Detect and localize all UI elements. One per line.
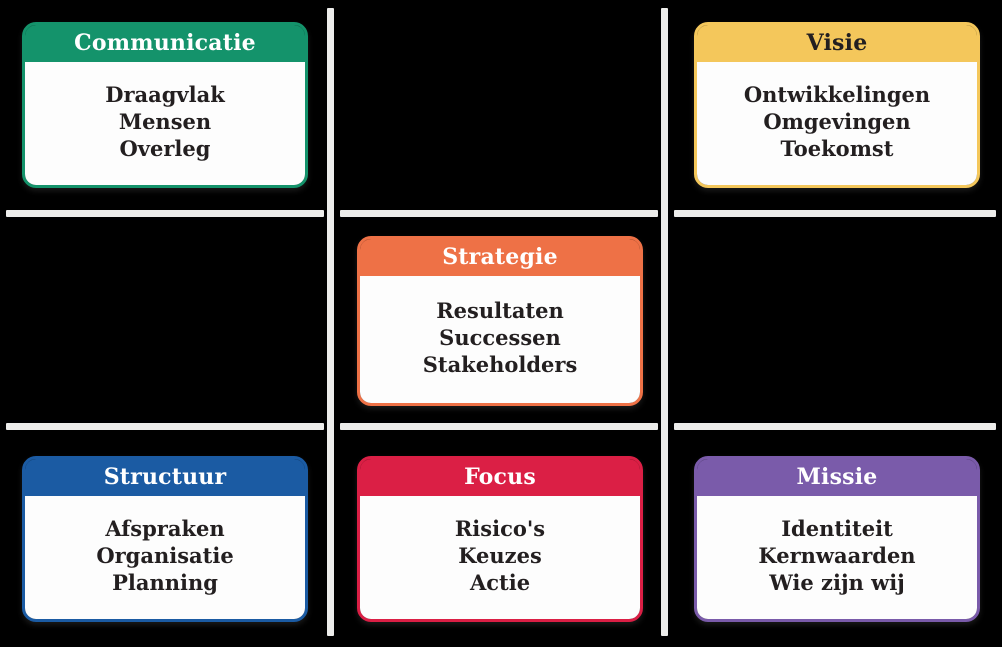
card-missie-line-1: Identiteit	[781, 515, 893, 541]
divider-horizontal-top-left	[6, 210, 324, 217]
card-communicatie-line-2: Mensen	[118, 108, 212, 134]
card-structuur-header: Structuur	[25, 459, 305, 496]
card-missie-line-2: Kernwaarden	[758, 542, 916, 568]
divider-horizontal-top-center	[340, 210, 658, 217]
divider-horizontal-bottom-center	[340, 423, 658, 430]
card-structuur-line-1: Afspraken	[105, 515, 225, 541]
card-strategie-line-3: Stakeholders	[422, 352, 578, 378]
card-missie-header: Missie	[697, 459, 977, 496]
card-communicatie-header: Communicatie	[25, 25, 305, 62]
card-strategie-body: Resultaten Successen Stakeholders	[360, 276, 640, 403]
card-focus-header: Focus	[360, 459, 640, 496]
card-visie-body: Ontwikkelingen Omgevingen Toekomst	[697, 62, 977, 185]
card-visie[interactable]: Visie Ontwikkelingen Omgevingen Toekomst	[694, 22, 980, 188]
divider-horizontal-bottom-left	[6, 423, 324, 430]
card-strategie[interactable]: Strategie Resultaten Successen Stakehold…	[357, 236, 643, 406]
card-communicatie-line-1: Draagvlak	[105, 81, 225, 107]
card-structuur-line-3: Planning	[112, 570, 218, 596]
divider-vertical-left	[327, 8, 334, 636]
card-communicatie-line-3: Overleg	[119, 136, 211, 162]
card-structuur-body: Afspraken Organisatie Planning	[25, 496, 305, 619]
divider-horizontal-bottom-right	[674, 423, 996, 430]
card-focus-line-2: Keuzes	[458, 542, 542, 568]
card-visie-header: Visie	[697, 25, 977, 62]
card-focus-line-3: Actie	[469, 570, 531, 596]
card-structuur-line-2: Organisatie	[96, 542, 234, 568]
card-visie-line-1: Ontwikkelingen	[743, 81, 931, 107]
card-strategie-line-1: Resultaten	[436, 297, 564, 323]
card-focus-body: Risico's Keuzes Actie	[360, 496, 640, 619]
card-strategie-header: Strategie	[360, 239, 640, 276]
card-communicatie-body: Draagvlak Mensen Overleg	[25, 62, 305, 185]
card-focus-line-1: Risico's	[454, 515, 546, 541]
card-missie[interactable]: Missie Identiteit Kernwaarden Wie zijn w…	[694, 456, 980, 622]
divider-vertical-right	[661, 8, 668, 636]
card-focus[interactable]: Focus Risico's Keuzes Actie	[357, 456, 643, 622]
card-visie-line-2: Omgevingen	[763, 108, 911, 134]
card-missie-body: Identiteit Kernwaarden Wie zijn wij	[697, 496, 977, 619]
card-communicatie[interactable]: Communicatie Draagvlak Mensen Overleg	[22, 22, 308, 188]
card-structuur[interactable]: Structuur Afspraken Organisatie Planning	[22, 456, 308, 622]
card-strategie-line-2: Successen	[439, 324, 561, 350]
divider-horizontal-top-right	[674, 210, 996, 217]
card-missie-line-3: Wie zijn wij	[769, 570, 905, 596]
card-visie-line-3: Toekomst	[780, 136, 894, 162]
